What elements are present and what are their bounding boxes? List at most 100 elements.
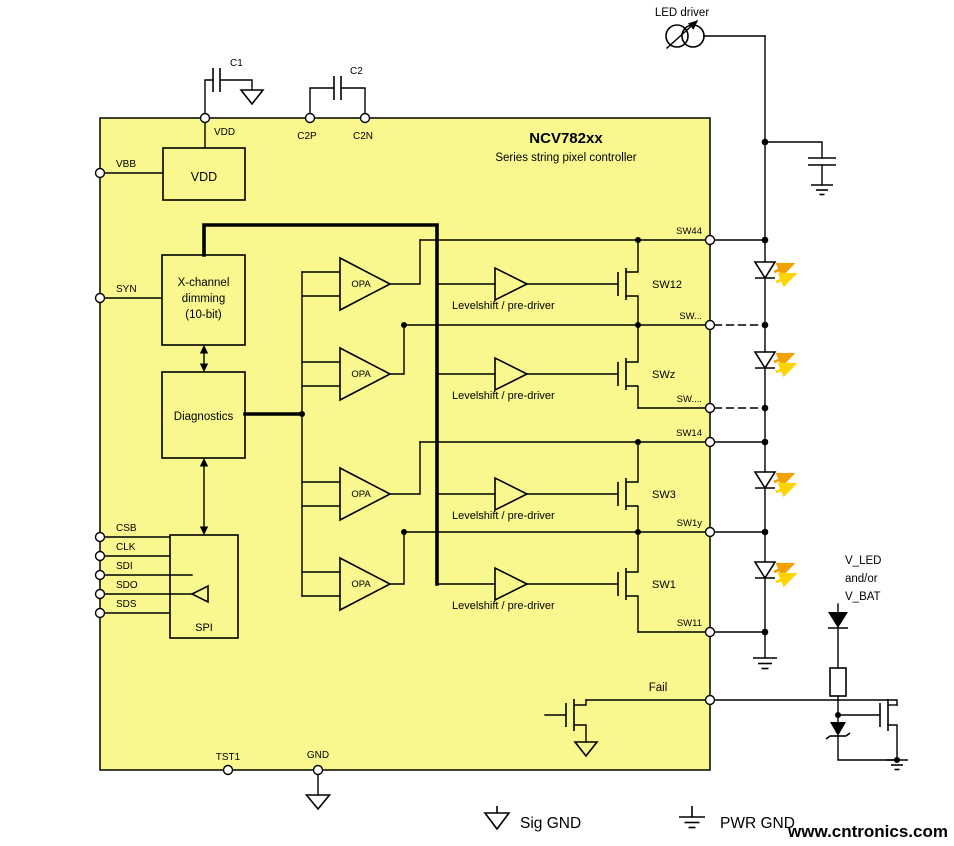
led-1 (753, 261, 777, 280)
opa-label-2: OPA (351, 369, 371, 380)
sw44-label: SW44 (676, 226, 702, 237)
left-pin-wires (103, 172, 193, 614)
predriver-buffer-2 (494, 356, 529, 392)
led-3 (753, 471, 777, 490)
predriver-buffer-4 (494, 566, 529, 602)
opa-amplifier-4 (339, 556, 392, 612)
fail-mosfet-external (879, 699, 908, 771)
and-or-label: and/or (845, 573, 878, 585)
sw-dots-2-label: SW.... (677, 394, 702, 405)
syn-label: SYN (116, 284, 137, 295)
pwr-gnd-symbol (811, 184, 833, 196)
led-4 (753, 561, 777, 580)
sw14-label: SW14 (676, 428, 702, 439)
pin-labels: VBB SYN CSB CLK SDI SDO SDS VDD C2P C2N … (116, 127, 702, 763)
opa-amplifier-1 (339, 256, 392, 312)
legend: Sig GND PWR GND (483, 806, 795, 832)
pin-sdo (94, 588, 106, 600)
c1-label: C1 (230, 58, 243, 69)
fail-mosfet-internal (544, 699, 707, 758)
predriver-buffer-3 (494, 476, 529, 512)
sdo-label: SDO (116, 580, 138, 591)
tst1-label: TST1 (216, 752, 241, 763)
vbb-label: VBB (116, 159, 136, 170)
switch-label-swz: SWz (652, 369, 675, 381)
ic-body (99, 117, 711, 771)
c2-label: C2 (350, 66, 363, 77)
xchannel-line3: (10-bit) (185, 309, 222, 321)
xchannel-line1: X-channel (178, 277, 230, 289)
opa-amplifier-3 (339, 466, 392, 522)
capacitor-c2: C2 (309, 66, 366, 115)
pwr-gnd-symbol (679, 806, 705, 829)
xchannel-dimming-block: X-channel dimming (10-bit) (161, 254, 246, 346)
pin-sw44 (704, 234, 716, 246)
pin-csb (94, 531, 106, 543)
pin-syn (94, 292, 106, 304)
c2p-label: C2P (297, 131, 317, 142)
led-string (753, 35, 798, 670)
levelshift-label-1: Levelshift / pre-driver (452, 300, 555, 312)
channel-row-1: OPA Levelshift / pre-driver SW12 (301, 239, 682, 326)
sig-gnd-symbol (483, 806, 511, 831)
spi-output-buffer (190, 584, 209, 604)
csb-label: CSB (116, 523, 137, 534)
pin-string-wires (713, 239, 898, 706)
sig-gnd-symbol (239, 89, 265, 106)
vdd-block-label: VDD (191, 170, 217, 184)
watermark: www.cntronics.com (787, 822, 948, 841)
led-driver-label: LED driver (655, 7, 709, 19)
channel-row-3: OPA Levelshift / pre-driver SW3 (301, 441, 676, 533)
sw-dots-1-label: SW... (679, 311, 702, 322)
fail-label: Fail (649, 682, 668, 694)
pin-sw1y (704, 526, 716, 538)
dimming-bus (202, 223, 439, 597)
diagnostics-label: Diagnostics (174, 411, 234, 423)
opa-label-3: OPA (351, 489, 371, 500)
opa-label-4: OPA (351, 579, 371, 590)
pin-sdi (94, 569, 106, 581)
c2n-label: C2N (353, 131, 373, 142)
pin-sw11 (704, 626, 716, 638)
sdi-label: SDI (116, 561, 133, 572)
sw11-label: SW11 (677, 618, 702, 629)
pin-fail (704, 694, 716, 706)
pwr-gnd-symbol (753, 657, 777, 670)
pin-c2p (304, 112, 316, 124)
spi-label: SPI (195, 622, 213, 634)
capacitor-c1: C1 (204, 58, 265, 115)
sig-gnd-symbol (573, 741, 599, 758)
predriver-buffer-1 (494, 266, 529, 302)
switch-rails (403, 239, 707, 633)
resistor (829, 667, 847, 697)
switch-label-sw3: SW3 (652, 489, 676, 501)
sig-gnd-symbol (304, 794, 332, 811)
pwr-gnd-label: PWR GND (720, 815, 795, 832)
junction-dots (299, 138, 900, 763)
bypass-capacitor (764, 141, 836, 196)
channel-row-2: OPA Levelshift / pre-driver SWz (301, 324, 675, 409)
ic-subtitle: Series string pixel controller (495, 152, 636, 164)
sds-label: SDS (116, 599, 137, 610)
pin-sw-dots-2 (704, 402, 716, 414)
vbat-pullup-chain: V_LED and/or V_BAT (825, 555, 898, 761)
pin-gnd (312, 764, 324, 776)
switch-label-sw1: SW1 (652, 579, 676, 591)
current-source-arrow (666, 20, 699, 49)
sw1y-label: SW1y (677, 518, 703, 529)
gnd-pin-ground (304, 773, 332, 811)
pin-sw14 (704, 436, 716, 448)
pin-sds (94, 607, 106, 619)
clk-label: CLK (116, 542, 136, 553)
pin-vdd (199, 112, 211, 124)
led-driver-source: LED driver (655, 7, 766, 49)
levelshift-label-2: Levelshift / pre-driver (452, 390, 555, 402)
pin-clk (94, 550, 106, 562)
xchannel-line2: dimming (182, 293, 225, 305)
levelshift-label-3: Levelshift / pre-driver (452, 510, 555, 522)
block-link-arrows (199, 345, 209, 535)
v-bat-label: V_BAT (845, 591, 881, 603)
sig-gnd-label: Sig GND (520, 815, 581, 832)
levelshift-label-4: Levelshift / pre-driver (452, 600, 555, 612)
